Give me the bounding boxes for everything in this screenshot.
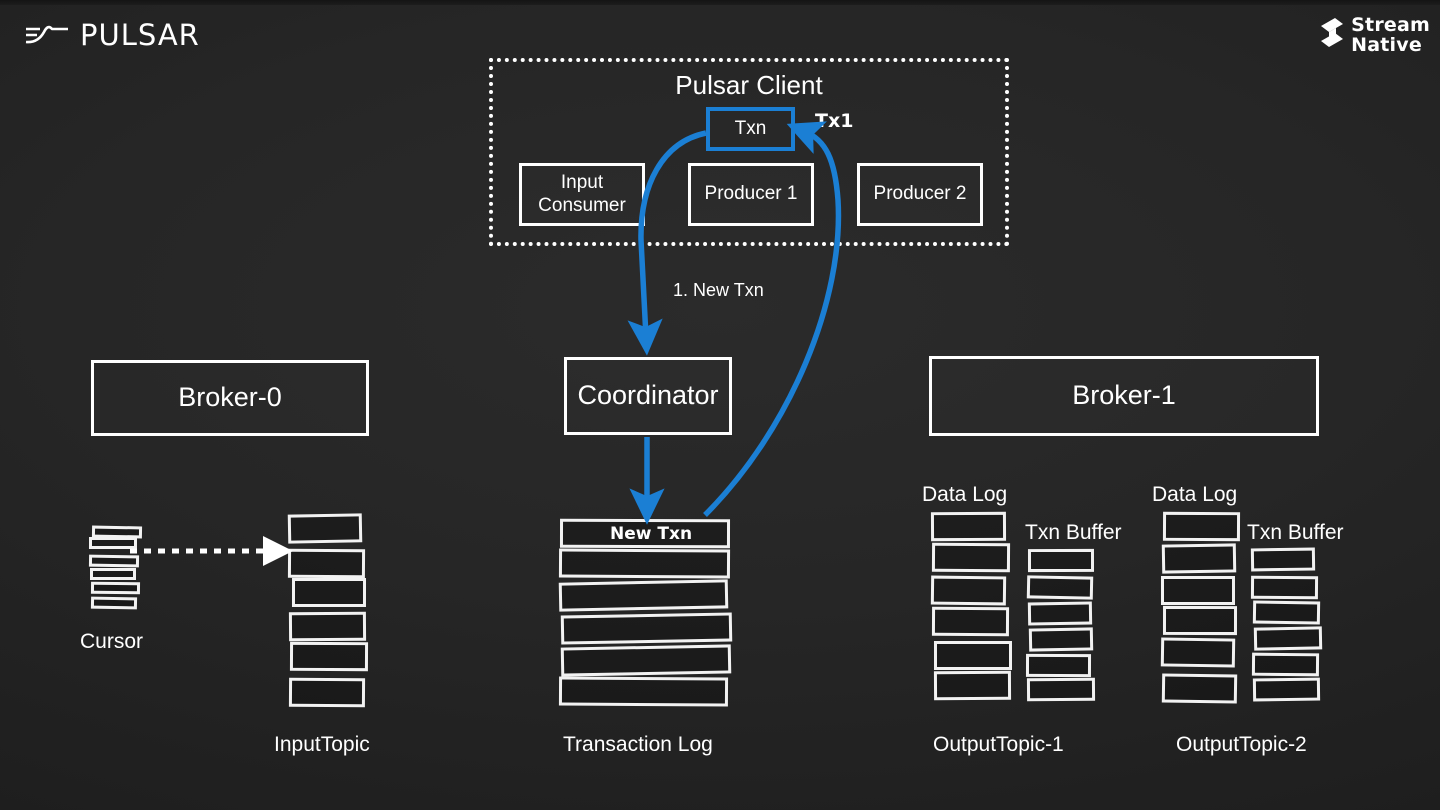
broker-1-box[interactable]: Broker-1 [929,356,1319,436]
stack-cell [559,676,729,707]
pulsar-client-title: Pulsar Client [675,70,823,100]
stack-cell [90,596,137,610]
output-topic-1-data-log-label: Data Log [922,483,1008,506]
input-topic-stack [287,513,370,708]
stack-cell [287,513,363,545]
txn-box[interactable]: Txn [706,107,795,151]
stack-cell [1026,575,1093,600]
stack-cell [1162,512,1240,542]
stack-cell [289,642,368,672]
tx1-label: Tx1 [815,110,854,132]
transaction-log-caption: Transaction Log [563,733,713,756]
stack-cell [1252,600,1321,625]
producer-2-box[interactable]: Producer 2 [857,163,983,226]
stack-cell [931,542,1010,573]
stack-cell [560,612,733,645]
streamnative-line-1: Stream [1351,14,1430,37]
stack-cell [930,575,1007,606]
stack-cell [558,548,730,579]
stack-cell [1160,576,1235,606]
stack-cell [1160,637,1235,669]
stack-cell [289,677,366,707]
transaction-log-stack [558,518,734,709]
stack-cell [1253,626,1323,651]
input-topic-caption: InputTopic [274,733,370,756]
pulsar-wordmark: PULSAR [80,18,200,52]
stack-cell [1252,652,1320,677]
stack-cell [1026,678,1095,702]
stack-cell [560,643,731,676]
cursor-caption: Cursor [80,630,144,653]
stack-cell [1028,627,1094,652]
pulsar-wave-logo-icon [25,25,68,44]
stack-cell [558,579,729,612]
stack-cell [933,640,1012,670]
streamnative-line-2: Native [1351,34,1422,56]
stack-cell [89,537,138,549]
input-consumer-line-1: Input [560,172,604,194]
output-topic-2-caption: OutputTopic-2 [1176,733,1307,756]
stack-cell [1161,543,1237,574]
stack-cell [1027,601,1093,626]
transaction-log-new-txn-label: New Txn [610,524,693,544]
output-topic-1-txn-buffer-label: Txn Buffer [1025,521,1122,544]
stack-cell [91,525,143,538]
stack-cell [1251,575,1319,599]
stack-cell [1163,606,1238,636]
stack-cell [1027,548,1094,572]
flow-label-new-txn: 1. New Txn [673,280,764,300]
stack-cell [1252,677,1321,702]
stack-cell [1026,654,1091,678]
stack-cell [288,612,367,642]
pulsar-logo: PULSAR [24,18,200,52]
output-topic-1-data-log-stack [930,511,1012,704]
stack-cell [933,671,1011,701]
output-topic-1-caption: OutputTopic-1 [933,733,1064,756]
output-topic-2-txn-buffer-stack [1250,547,1323,705]
stack-cell [90,582,141,595]
output-topic-2-data-log-stack [1160,512,1242,704]
stack-cell [288,548,366,578]
stack-cell [1161,673,1237,704]
output-topic-1-txn-buffer-stack [1026,548,1098,705]
stack-cell [88,554,140,567]
output-topic-2-data-log-label: Data Log [1152,483,1238,506]
streamnative-logo: Stream Native [1319,14,1430,56]
stack-cell [932,606,1010,637]
broker-0-box[interactable]: Broker-0 [91,360,369,436]
streamnative-wordmark: Stream Native [1351,14,1430,56]
stack-cell [291,578,366,608]
streamnative-layers-logo-icon [1321,18,1344,47]
output-topic-2-txn-buffer-label: Txn Buffer [1247,521,1344,544]
stack-cell [1250,547,1315,572]
cursor-stack [88,524,143,612]
coordinator-box[interactable]: Coordinator [564,357,732,435]
stack-cell [89,568,136,581]
input-consumer-line-2: Consumer [538,194,626,216]
stack-cell [931,511,1007,541]
input-consumer-box[interactable]: Input Consumer [519,163,645,226]
producer-1-box[interactable]: Producer 1 [688,163,814,226]
